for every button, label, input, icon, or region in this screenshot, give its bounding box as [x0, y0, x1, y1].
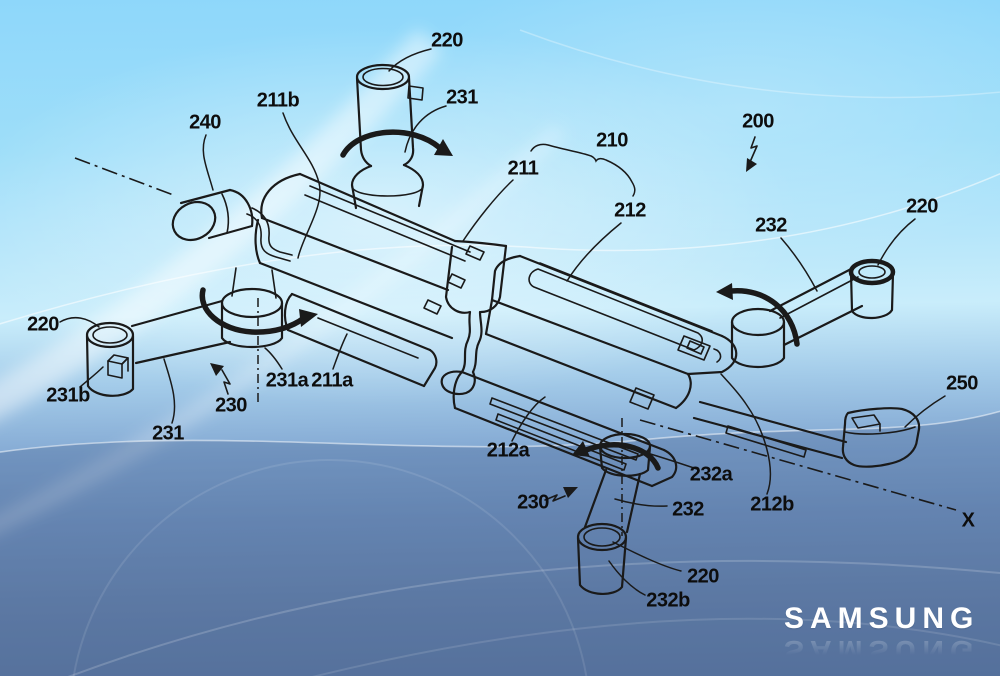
- body-right-212: [484, 254, 738, 410]
- wave-streaks: [0, 28, 1000, 676]
- samsung-logo-text: SAMSUNG: [784, 602, 980, 635]
- axis-lines: [74, 157, 957, 536]
- tray-212a: [452, 370, 678, 488]
- rotation-arrows: [199, 129, 800, 471]
- arm-left-231: [130, 299, 232, 365]
- whole-assembly-pointers: [210, 136, 758, 502]
- brace-210: [530, 143, 636, 197]
- rotor-left-220: [85, 321, 135, 397]
- pivot-231a: [220, 287, 284, 348]
- rotor-right-220: [848, 258, 896, 320]
- rotor-bottom-220: [576, 522, 628, 595]
- samsung-logo-reflection: SAMSUNG: [784, 634, 980, 667]
- rotor-top-220: [350, 63, 425, 210]
- body-left-211: [231, 172, 508, 396]
- camera-module-240: [171, 188, 293, 262]
- leader-lines: [59, 48, 946, 596]
- tray-211a: [283, 292, 438, 388]
- mount-rail: [692, 400, 848, 460]
- arm-right-232: [730, 266, 864, 368]
- accessory-250: [841, 407, 921, 468]
